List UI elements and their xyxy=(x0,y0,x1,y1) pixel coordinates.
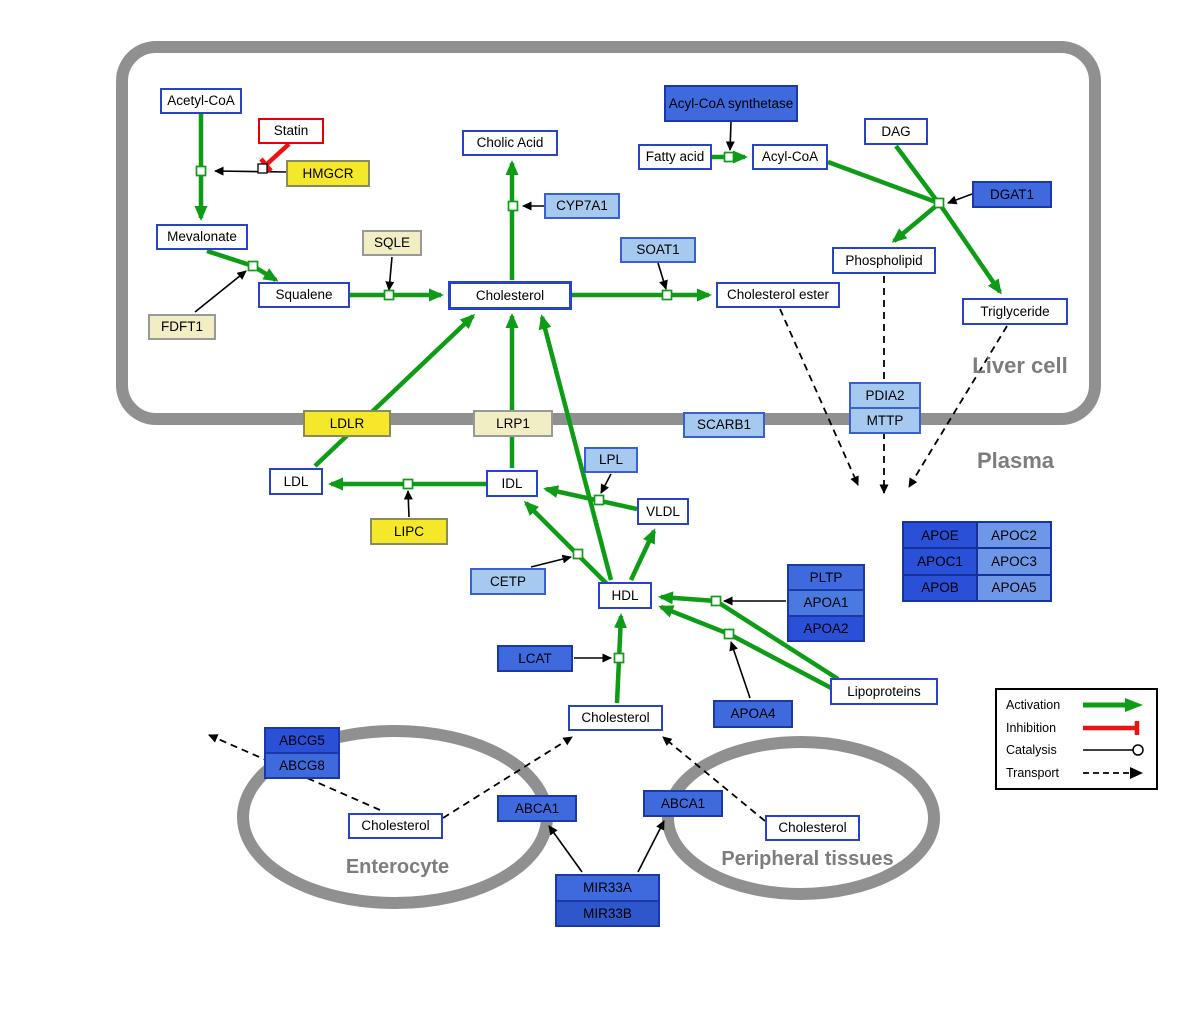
node-apoc1[interactable]: APOC1 xyxy=(903,548,977,575)
node-apoe[interactable]: APOE xyxy=(903,522,977,549)
node-hmgcr[interactable]: HMGCR xyxy=(286,160,370,187)
peripheral-tissues-label: Peripheral tissues xyxy=(721,848,894,870)
node-ldlr[interactable]: LDLR xyxy=(303,410,391,437)
node-apob[interactable]: APOB xyxy=(903,574,977,601)
node-pdia2[interactable]: PDIA2 xyxy=(851,384,919,407)
node-scarb1[interactable]: SCARB1 xyxy=(683,412,765,438)
node-statin[interactable]: Statin xyxy=(258,118,324,144)
node-mir33a[interactable]: MIR33A xyxy=(557,876,658,900)
node-cholesterol-plasma[interactable]: Cholesterol xyxy=(568,705,663,731)
catalysis-edges xyxy=(194,121,973,873)
node-group-pdia2-mttp: PDIA2 MTTP xyxy=(849,382,921,434)
legend-row-activation: Activation xyxy=(1006,697,1147,713)
catalysis-circle-icon xyxy=(1083,744,1144,757)
node-lcat[interactable]: LCAT xyxy=(497,645,573,672)
node-cholesterol-peripheral[interactable]: Cholesterol xyxy=(765,815,860,841)
node-vldl[interactable]: VLDL xyxy=(637,498,689,525)
node-lipoproteins[interactable]: Lipoproteins xyxy=(830,678,938,705)
node-lrp1[interactable]: LRP1 xyxy=(473,410,553,437)
node-apoa5[interactable]: APOA5 xyxy=(977,574,1051,601)
liver-cell-membrane xyxy=(116,41,1101,425)
node-group-apolipoproteins: APOE APOC2 APOC1 APOC3 APOB APOA5 xyxy=(902,521,1052,602)
plasma-label: Plasma xyxy=(976,448,1055,473)
node-fdft1[interactable]: FDFT1 xyxy=(148,314,216,340)
node-apoa1[interactable]: APOA1 xyxy=(789,589,863,615)
liver-cell-label: Liver cell xyxy=(972,353,1068,378)
node-dag[interactable]: DAG xyxy=(864,118,928,145)
node-apoa4[interactable]: APOA4 xyxy=(713,700,793,728)
node-cholesterol-liver[interactable]: Cholesterol xyxy=(448,281,572,310)
node-abcg5[interactable]: ABCG5 xyxy=(266,729,338,752)
node-hdl[interactable]: HDL xyxy=(598,582,652,609)
transport-arrow-icon xyxy=(1083,766,1143,779)
node-group-pltp-apoa1-apoa2: PLTP APOA1 APOA2 xyxy=(787,564,865,642)
node-mttp[interactable]: MTTP xyxy=(851,407,919,432)
node-sqle[interactable]: SQLE xyxy=(362,230,422,256)
node-acetyl-coa[interactable]: Acetyl-CoA xyxy=(160,88,242,114)
node-mir33b[interactable]: MIR33B xyxy=(557,899,658,925)
node-cholesterol-enterocyte[interactable]: Cholesterol xyxy=(348,813,443,839)
node-mevalonate[interactable]: Mevalonate xyxy=(156,224,248,250)
node-cholic-acid[interactable]: Cholic Acid xyxy=(462,130,558,156)
node-acyl-coa-synthetase[interactable]: Acyl-CoA synthetase xyxy=(664,85,798,122)
node-acyl-coa[interactable]: Acyl-CoA xyxy=(752,144,828,170)
node-abca1-left[interactable]: ABCA1 xyxy=(497,795,577,822)
node-group-mir33: MIR33A MIR33B xyxy=(555,874,660,927)
legend-catalysis-label: Catalysis xyxy=(1006,743,1057,758)
node-idl[interactable]: IDL xyxy=(486,470,538,497)
node-abcg8[interactable]: ABCG8 xyxy=(266,752,338,777)
node-pltp[interactable]: PLTP xyxy=(789,566,863,590)
legend-activation-label: Activation xyxy=(1006,698,1061,712)
node-triglyceride[interactable]: Triglyceride xyxy=(962,298,1068,325)
node-cholesterol-ester[interactable]: Cholesterol ester xyxy=(716,282,840,308)
node-dgat1[interactable]: DGAT1 xyxy=(972,181,1052,208)
node-ldl[interactable]: LDL xyxy=(269,468,323,495)
node-soat1[interactable]: SOAT1 xyxy=(620,237,696,263)
peripheral-tissue-membrane xyxy=(662,736,940,900)
activation-arrow-icon xyxy=(1083,698,1143,712)
legend-row-inhibition: Inhibition xyxy=(1006,720,1147,736)
legend-row-transport: Transport xyxy=(1006,765,1147,781)
node-cyp7a1[interactable]: CYP7A1 xyxy=(544,193,620,219)
legend-inhibition-label: Inhibition xyxy=(1006,720,1057,735)
node-apoc3[interactable]: APOC3 xyxy=(977,548,1051,575)
node-fatty-acid[interactable]: Fatty acid xyxy=(638,144,712,170)
node-lpl[interactable]: LPL xyxy=(584,447,638,473)
inhibition-tbar-icon xyxy=(1083,720,1140,735)
node-group-abcg5-abcg8: ABCG5 ABCG8 xyxy=(264,727,340,779)
node-abca1-right[interactable]: ABCA1 xyxy=(643,790,723,817)
activation-edges xyxy=(194,113,1002,704)
node-cetp[interactable]: CETP xyxy=(470,568,546,595)
enterocyte-label: Enterocyte xyxy=(345,856,450,878)
node-phospholipid[interactable]: Phospholipid xyxy=(832,247,936,274)
node-apoc2[interactable]: APOC2 xyxy=(977,522,1051,549)
legend: Activation Inhibition Catalysis Transpor… xyxy=(995,688,1158,790)
node-apoa2[interactable]: APOA2 xyxy=(789,614,863,640)
catalysis-node-hmgcr xyxy=(257,163,268,174)
node-lipc[interactable]: LIPC xyxy=(370,518,448,545)
node-squalene[interactable]: Squalene xyxy=(258,282,350,308)
legend-transport-label: Transport xyxy=(1006,765,1060,780)
reaction-nodes xyxy=(195,151,945,664)
legend-row-catalysis: Catalysis xyxy=(1006,742,1147,758)
